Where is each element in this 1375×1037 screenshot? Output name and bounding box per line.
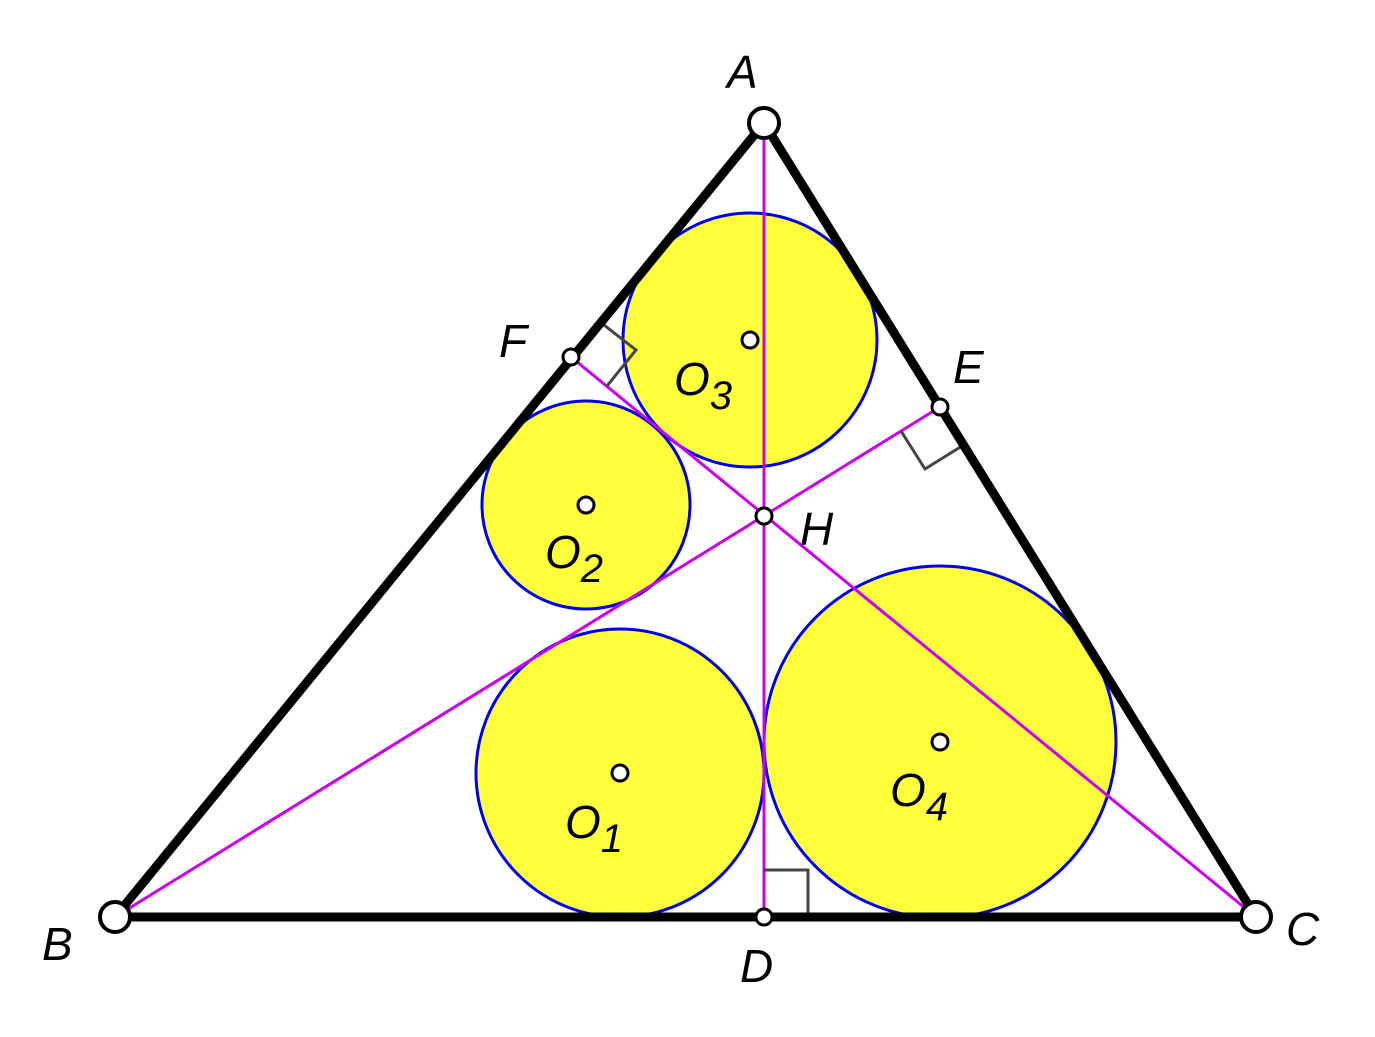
label-o2: O2 bbox=[545, 526, 603, 591]
label-a: A bbox=[724, 46, 758, 98]
label-b: B bbox=[42, 918, 73, 970]
altitude-be bbox=[114, 405, 941, 919]
vertex-a bbox=[747, 106, 781, 140]
label-c: C bbox=[1286, 903, 1320, 955]
label-d: D bbox=[740, 940, 773, 992]
point-d bbox=[754, 907, 774, 927]
point-o4 bbox=[930, 732, 950, 752]
point-o3 bbox=[740, 330, 760, 350]
triangle-abc bbox=[105, 115, 1265, 922]
right-angle-mark-d bbox=[764, 868, 810, 914]
right-angle-mark-f bbox=[603, 323, 639, 387]
point-o1 bbox=[610, 763, 630, 783]
label-o4: O4 bbox=[890, 764, 948, 829]
vertex-b bbox=[98, 900, 132, 934]
label-h: H bbox=[800, 503, 834, 555]
point-h bbox=[754, 506, 774, 526]
point-o2 bbox=[576, 495, 596, 515]
label-o1: O1 bbox=[565, 796, 623, 861]
label-o3: O3 bbox=[674, 353, 732, 418]
label-f: F bbox=[499, 315, 530, 367]
right-angle-mark-e bbox=[899, 430, 963, 472]
point-f bbox=[561, 347, 581, 367]
label-e: E bbox=[953, 341, 985, 393]
vertex-c bbox=[1239, 900, 1273, 934]
point-e bbox=[930, 397, 950, 417]
altitude-cf bbox=[570, 355, 1257, 919]
